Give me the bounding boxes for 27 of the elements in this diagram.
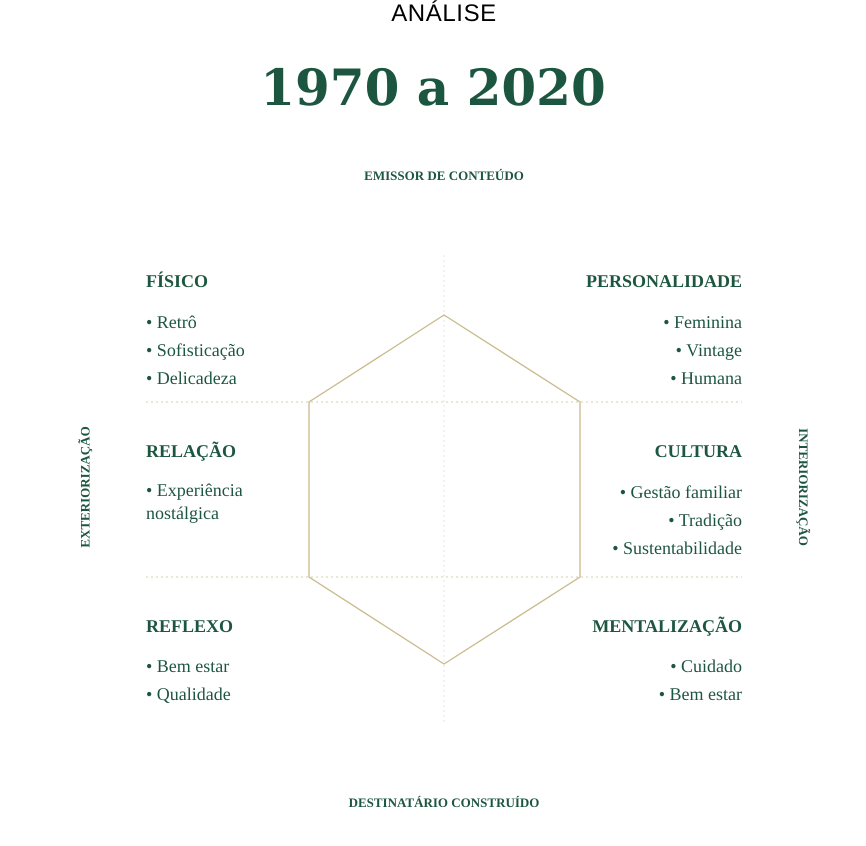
list-item: • Sofisticação (146, 339, 245, 362)
list-item: • Cuidado (670, 655, 742, 678)
facet-heading: REFLEXO (146, 615, 234, 638)
facet-heading: MENTALIZAÇÃO (592, 615, 742, 638)
hexagon-prism (308, 314, 581, 665)
list-item: • Gestão familiar (620, 481, 742, 504)
title: 1970 a 2020 (260, 57, 606, 119)
section-title: ANÁLISE (391, 0, 497, 28)
axis-label: EXTERIORIZAÇÃO (76, 426, 94, 548)
facet-heading: RELAÇÃO (146, 440, 236, 463)
list-item: • Humana (670, 367, 742, 390)
list-item: • Retrô (146, 311, 197, 334)
facet-heading: PERSONALIDADE (586, 270, 742, 293)
axis-label: EMISSOR DE CONTEÚDO (364, 167, 524, 185)
axis-label: DESTINATÁRIO CONSTRUÍDO (348, 794, 540, 812)
list-item: • Bem estar (658, 683, 742, 706)
list-item: • Tradição (668, 509, 742, 532)
facet-heading: FÍSICO (146, 270, 208, 293)
list-item: • Delicadeza (146, 367, 237, 390)
list-item: • Sustentabilidade (612, 537, 742, 560)
list-item: • Vintage (676, 339, 742, 362)
axis-label: INTERIORIZAÇÃO (794, 428, 812, 546)
list-item: • Feminina (663, 311, 742, 334)
facet-heading: CULTURA (654, 440, 742, 463)
list-item: • Experiência nostálgica (146, 479, 244, 525)
list-item: • Bem estar (146, 655, 230, 678)
list-item: • Qualidade (146, 683, 231, 706)
